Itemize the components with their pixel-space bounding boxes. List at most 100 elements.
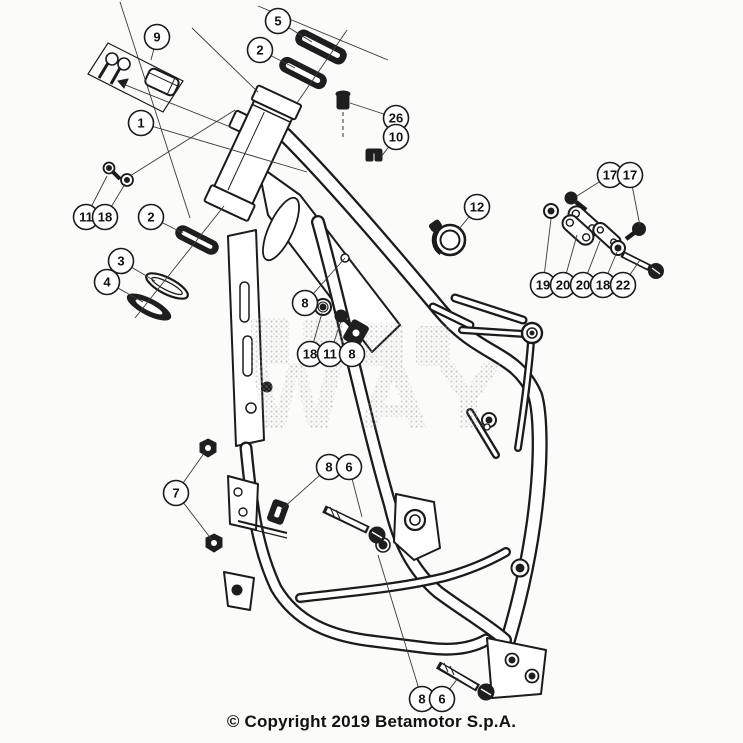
callout-2[interactable]: 2 bbox=[137, 203, 165, 231]
callout-8[interactable]: 8 bbox=[291, 289, 319, 317]
callout-number: 18 bbox=[596, 278, 610, 293]
bracket-hole bbox=[238, 507, 248, 517]
pivot-boss-inner bbox=[409, 514, 421, 526]
callout-number: 18 bbox=[98, 210, 112, 225]
linkage-assembly bbox=[543, 191, 664, 279]
callout-circle[interactable] bbox=[246, 36, 274, 64]
callout-leader bbox=[629, 259, 641, 275]
callout-leader bbox=[458, 216, 470, 230]
rear-subframe-tube-core bbox=[516, 340, 533, 450]
callout-circle[interactable] bbox=[137, 203, 165, 231]
callout-circle[interactable] bbox=[291, 289, 319, 317]
callout-circle[interactable] bbox=[616, 161, 644, 189]
arrow-icon bbox=[117, 78, 129, 89]
callout-number: 8 bbox=[301, 296, 308, 311]
callout-leader bbox=[182, 451, 206, 484]
callout-circle[interactable] bbox=[162, 479, 190, 507]
link-plate-front bbox=[561, 214, 595, 246]
callout-leader bbox=[380, 146, 389, 158]
callout-circle[interactable] bbox=[338, 340, 366, 368]
frame-artwork bbox=[203, 84, 548, 699]
callout-3[interactable]: 3 bbox=[107, 247, 135, 275]
callout-26[interactable]: 26 bbox=[382, 104, 410, 132]
beam-hole bbox=[245, 402, 257, 414]
callout-10[interactable]: 10 bbox=[382, 123, 410, 151]
callout-circle[interactable] bbox=[428, 685, 456, 713]
callout-circle[interactable] bbox=[143, 23, 171, 51]
callout-11[interactable]: 11 bbox=[72, 203, 100, 231]
plug-26 bbox=[335, 90, 351, 140]
callout-7[interactable]: 7 bbox=[162, 479, 190, 507]
shock-mount-boss-center bbox=[485, 416, 493, 424]
rubber-mount-8 bbox=[343, 319, 369, 347]
clamp-12 bbox=[428, 219, 467, 257]
callout-circle[interactable] bbox=[609, 271, 637, 299]
callout-11[interactable]: 11 bbox=[316, 340, 344, 368]
callout-leader bbox=[349, 102, 385, 115]
callout-20[interactable]: 20 bbox=[569, 271, 597, 299]
washer-18-upper bbox=[120, 173, 134, 187]
callout-5[interactable]: 5 bbox=[264, 7, 292, 35]
callout-17[interactable]: 17 bbox=[596, 161, 624, 189]
callout-circle[interactable] bbox=[463, 193, 491, 221]
cradle-left-tube-core bbox=[241, 443, 491, 654]
callout-6[interactable]: 6 bbox=[428, 685, 456, 713]
callout-circle[interactable] bbox=[382, 123, 410, 151]
beam-slot bbox=[239, 281, 250, 323]
callout-number: 6 bbox=[345, 460, 352, 475]
beam-strap-line bbox=[237, 525, 288, 539]
callout-circle[interactable] bbox=[93, 268, 121, 296]
seat-rail-upper-core bbox=[452, 295, 526, 323]
leader-line bbox=[191, 27, 259, 93]
callout-17[interactable]: 17 bbox=[616, 161, 644, 189]
callout-8[interactable]: 8 bbox=[408, 685, 436, 713]
callout-leader bbox=[131, 266, 156, 282]
callout-18[interactable]: 18 bbox=[589, 271, 617, 299]
callout-number: 20 bbox=[576, 278, 590, 293]
callout-number: 18 bbox=[303, 347, 317, 362]
washer-19 bbox=[543, 203, 559, 219]
callout-4[interactable]: 4 bbox=[93, 268, 121, 296]
callout-8[interactable]: 8 bbox=[315, 453, 343, 481]
callout-1[interactable]: 1 bbox=[127, 109, 155, 137]
loose-parts bbox=[87, 29, 664, 701]
bolt-17-right bbox=[624, 222, 646, 241]
callout-9[interactable]: 9 bbox=[143, 23, 171, 51]
callout-6[interactable]: 6 bbox=[335, 453, 363, 481]
callout-circle[interactable] bbox=[335, 453, 363, 481]
callout-circle[interactable] bbox=[91, 203, 119, 231]
cradle-left-tube bbox=[239, 441, 493, 656]
callout-number: 3 bbox=[117, 254, 124, 269]
callout-number: 19 bbox=[536, 278, 550, 293]
beam-strap bbox=[237, 520, 288, 534]
callout-circle[interactable] bbox=[264, 7, 292, 35]
callout-circle[interactable] bbox=[127, 109, 155, 137]
seat-rail-lower-core bbox=[430, 304, 473, 328]
callout-number: 17 bbox=[603, 168, 617, 183]
callout-leader bbox=[607, 251, 618, 274]
clip-10 bbox=[365, 148, 383, 162]
stand-bracket-bolt bbox=[231, 584, 243, 596]
callout-number: 1 bbox=[137, 116, 144, 131]
callout-leader bbox=[150, 48, 155, 61]
callout-leader bbox=[312, 257, 346, 294]
bolt-11-upper bbox=[102, 161, 122, 181]
callout-22[interactable]: 22 bbox=[609, 271, 637, 299]
callout-number: 2 bbox=[147, 210, 154, 225]
steering-head-tube bbox=[203, 84, 302, 222]
callout-circle[interactable] bbox=[107, 247, 135, 275]
callout-12[interactable]: 12 bbox=[463, 193, 491, 221]
callout-2[interactable]: 2 bbox=[246, 36, 274, 64]
watermark-block bbox=[251, 318, 289, 364]
watermark-block bbox=[416, 326, 450, 366]
leader-line bbox=[119, 1, 191, 219]
callout-8[interactable]: 8 bbox=[338, 340, 366, 368]
bracket-hole-center bbox=[528, 672, 536, 680]
subframe-corner-boss-center bbox=[529, 330, 535, 336]
copyright-text: © Copyright 2019 Betamotor S.p.A. bbox=[226, 712, 517, 731]
callout-18[interactable]: 18 bbox=[91, 203, 119, 231]
subframe-slotted-strap-core bbox=[468, 410, 498, 457]
callout-leader bbox=[280, 475, 320, 511]
washer-8-mid bbox=[314, 298, 332, 316]
